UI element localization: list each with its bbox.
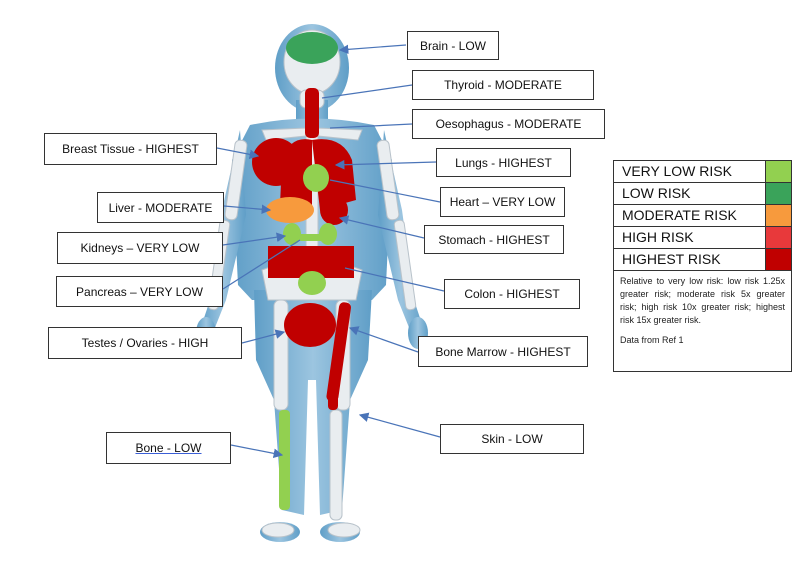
legend-text: HIGHEST RISK bbox=[614, 249, 766, 270]
arrows bbox=[216, 44, 445, 459]
stomach-organ bbox=[320, 195, 348, 225]
legend-text: LOW RISK bbox=[614, 183, 766, 204]
heart-organ bbox=[303, 164, 329, 192]
legend-source: Data from Ref 1 bbox=[620, 335, 684, 345]
label-bone-text: Bone - LOW bbox=[135, 441, 202, 455]
legend-note: Relative to very low risk: low risk 1.25… bbox=[620, 276, 785, 325]
label-thyroid: Thyroid - MODERATE bbox=[412, 70, 594, 100]
label-bone: Bone - LOW bbox=[106, 432, 231, 464]
label-kidneys: Kidneys – VERY LOW bbox=[57, 232, 223, 264]
legend-row-high: HIGH RISK bbox=[614, 227, 791, 249]
breast-organ bbox=[252, 138, 300, 186]
label-stomach: Stomach - HIGHEST bbox=[424, 225, 564, 254]
label-pancreas: Pancreas – VERY LOW bbox=[56, 276, 223, 307]
brain-organ bbox=[286, 32, 338, 64]
legend-text: HIGH RISK bbox=[614, 227, 766, 248]
legend-row-very-low: VERY LOW RISK bbox=[614, 161, 791, 183]
bone-marrow-organ bbox=[326, 302, 351, 402]
legend-row-moderate: MODERATE RISK bbox=[614, 205, 791, 227]
testes-organ bbox=[284, 303, 336, 347]
label-skin: Skin - LOW bbox=[440, 424, 584, 454]
label-liver: Liver - MODERATE bbox=[97, 192, 224, 223]
legend-swatch bbox=[766, 161, 791, 182]
bladder-organ bbox=[298, 271, 326, 295]
label-colon: Colon - HIGHEST bbox=[444, 279, 580, 309]
legend-row-highest: HIGHEST RISK bbox=[614, 249, 791, 271]
legend-row-low: LOW RISK bbox=[614, 183, 791, 205]
kidney-right-organ bbox=[319, 223, 337, 245]
legend-text: MODERATE RISK bbox=[614, 205, 766, 226]
kidney-left-organ bbox=[283, 223, 301, 245]
risk-legend: VERY LOW RISK LOW RISK MODERATE RISK HIG… bbox=[613, 160, 792, 372]
label-brain: Brain - LOW bbox=[407, 31, 499, 60]
thyroid-organ bbox=[305, 88, 319, 138]
legend-swatch bbox=[766, 249, 791, 270]
liver-organ bbox=[266, 197, 314, 223]
legend-text: VERY LOW RISK bbox=[614, 161, 766, 182]
label-oesophagus: Oesophagus - MODERATE bbox=[412, 109, 605, 139]
label-testes-ovaries: Testes / Ovaries - HIGH bbox=[48, 327, 242, 359]
legend-swatch bbox=[766, 227, 791, 248]
label-lungs: Lungs - HIGHEST bbox=[436, 148, 571, 177]
organs bbox=[252, 32, 356, 510]
legend-swatch bbox=[766, 205, 791, 226]
pancreas-organ bbox=[298, 234, 324, 241]
colon-organ bbox=[268, 246, 354, 278]
legend-swatch bbox=[766, 183, 791, 204]
bone-marrow-lower bbox=[328, 395, 338, 410]
label-heart: Heart – VERY LOW bbox=[440, 187, 565, 217]
label-breast-tissue: Breast Tissue - HIGHEST bbox=[44, 133, 217, 165]
bone-organ bbox=[279, 410, 290, 510]
label-bone-marrow: Bone Marrow - HIGHEST bbox=[418, 336, 588, 367]
